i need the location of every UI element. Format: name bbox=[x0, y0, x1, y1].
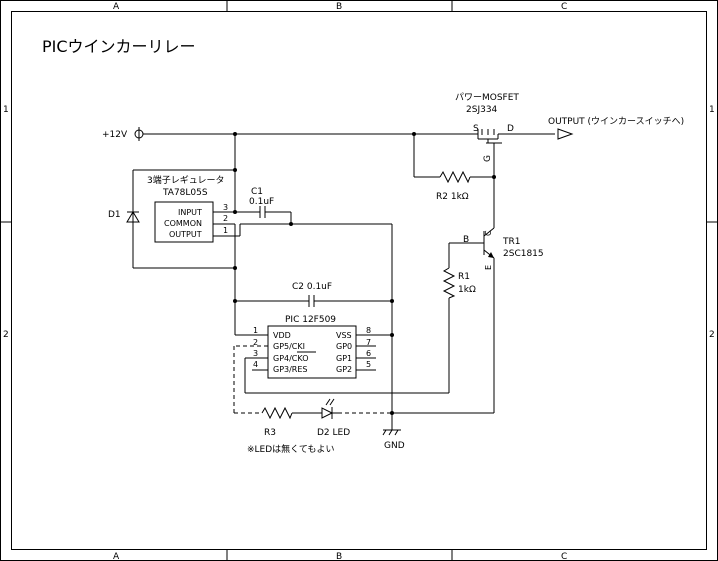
d2-label: D2 LED bbox=[317, 428, 350, 438]
pic-pin-vss: VSS bbox=[336, 331, 352, 340]
c1-name: C1 bbox=[251, 187, 263, 197]
r1-value: 1kΩ bbox=[458, 285, 476, 295]
power-terminal bbox=[134, 127, 144, 141]
pic-pin-num-7: 7 bbox=[366, 338, 371, 347]
led-note: ※LEDは無くてもよい bbox=[247, 443, 334, 455]
frame-row-2-left: 2 bbox=[3, 330, 9, 340]
r3-resistor bbox=[261, 406, 322, 420]
regulator-wiring bbox=[213, 134, 394, 430]
regulator-pin-input: INPUT bbox=[178, 208, 202, 217]
pic-pin-gp1: GP1 bbox=[336, 354, 352, 363]
regulator-pin-common: COMMON bbox=[164, 219, 202, 228]
d1-diode bbox=[126, 169, 235, 269]
c1-value: 0.1uF bbox=[249, 197, 274, 207]
pic-pin-vdd: VDD bbox=[273, 331, 291, 340]
regulator-block bbox=[154, 201, 214, 243]
frame-col-a-top: A bbox=[113, 2, 120, 12]
gnd-label: GND bbox=[384, 441, 405, 451]
frame-col-c-bottom: C bbox=[561, 552, 567, 561]
gnd-symbol bbox=[382, 412, 494, 436]
pic-pin-num-8: 8 bbox=[366, 326, 371, 335]
led-wiring-dashed bbox=[233, 345, 392, 414]
tr1-part: 2SC1815 bbox=[503, 249, 544, 259]
output-terminal bbox=[557, 128, 574, 140]
regulator-pin-output: OUTPUT bbox=[169, 230, 202, 239]
r3-label: R3 bbox=[264, 428, 276, 438]
frame-row-2-right: 2 bbox=[709, 330, 715, 340]
tr1-name: TR1 bbox=[502, 237, 520, 247]
frame-row-1-left: 1 bbox=[3, 105, 9, 115]
mosfet-gate-label: G bbox=[483, 155, 493, 162]
power-rail bbox=[143, 132, 473, 136]
c2-label: C2 0.1uF bbox=[292, 282, 332, 292]
tr1-base-label: B bbox=[463, 235, 469, 245]
regulator-pin-num-2: 2 bbox=[223, 214, 228, 223]
frame-col-c-top: C bbox=[561, 2, 567, 12]
frame-col-b-top: B bbox=[336, 2, 342, 12]
pic-pin-gp2: GP2 bbox=[336, 365, 352, 374]
pic-pin-num-1: 1 bbox=[253, 326, 258, 335]
pic-pin-num-5: 5 bbox=[366, 360, 371, 369]
mosfet-symbol bbox=[473, 129, 555, 164]
pic-pin-num-6: 6 bbox=[366, 349, 371, 358]
pic-title: PIC 12F509 bbox=[285, 315, 336, 325]
c2-capacitor bbox=[235, 295, 392, 307]
regulator-part: TA78L05S bbox=[162, 188, 208, 198]
output-label: OUTPUT (ウインカースイッチへ) bbox=[548, 116, 684, 127]
pic-pin-gp5: GP5/CKI bbox=[273, 342, 305, 351]
tr1-collector-label: C bbox=[484, 230, 493, 236]
mosfet-drain-label: D bbox=[507, 124, 514, 134]
frame-row-1-right: 1 bbox=[709, 105, 715, 115]
mosfet-title: パワーMOSFET bbox=[455, 92, 519, 103]
power-label: +12V bbox=[102, 130, 128, 140]
regulator-pin-num-1: 1 bbox=[223, 226, 228, 235]
pic-ic bbox=[267, 325, 357, 379]
frame-col-a-bottom: A bbox=[113, 552, 120, 561]
tr1-emitter-label: E bbox=[484, 265, 493, 270]
pic-pin-num-4: 4 bbox=[253, 360, 258, 369]
pic-pin-gp4: GP4/CKO bbox=[273, 354, 309, 363]
pic-pin-gp0: GP0 bbox=[336, 342, 352, 351]
pic-pin-num-3: 3 bbox=[253, 349, 258, 358]
r1-resistor bbox=[442, 267, 456, 299]
pic-pin-num-2: 2 bbox=[253, 338, 258, 347]
d2-led bbox=[321, 398, 338, 419]
r2-resistor bbox=[413, 134, 496, 228]
diagram-title: PICウインカーリレー bbox=[42, 37, 196, 56]
mosfet-source-label: S bbox=[473, 124, 479, 134]
pic-wiring bbox=[235, 298, 450, 394]
regulator-title: 3端子レギュレータ bbox=[147, 174, 225, 186]
frame-col-b-bottom: B bbox=[336, 552, 342, 561]
regulator-pin-num-3: 3 bbox=[223, 203, 228, 212]
r1-name: R1 bbox=[458, 272, 470, 282]
pic-pin-gp3: GP3/RES bbox=[273, 365, 308, 374]
c1-capacitor bbox=[235, 206, 292, 224]
mosfet-part: 2SJ334 bbox=[466, 105, 498, 115]
r2-label: R2 1kΩ bbox=[436, 192, 469, 202]
tr1-transistor bbox=[448, 227, 495, 413]
d1-label: D1 bbox=[108, 210, 121, 220]
